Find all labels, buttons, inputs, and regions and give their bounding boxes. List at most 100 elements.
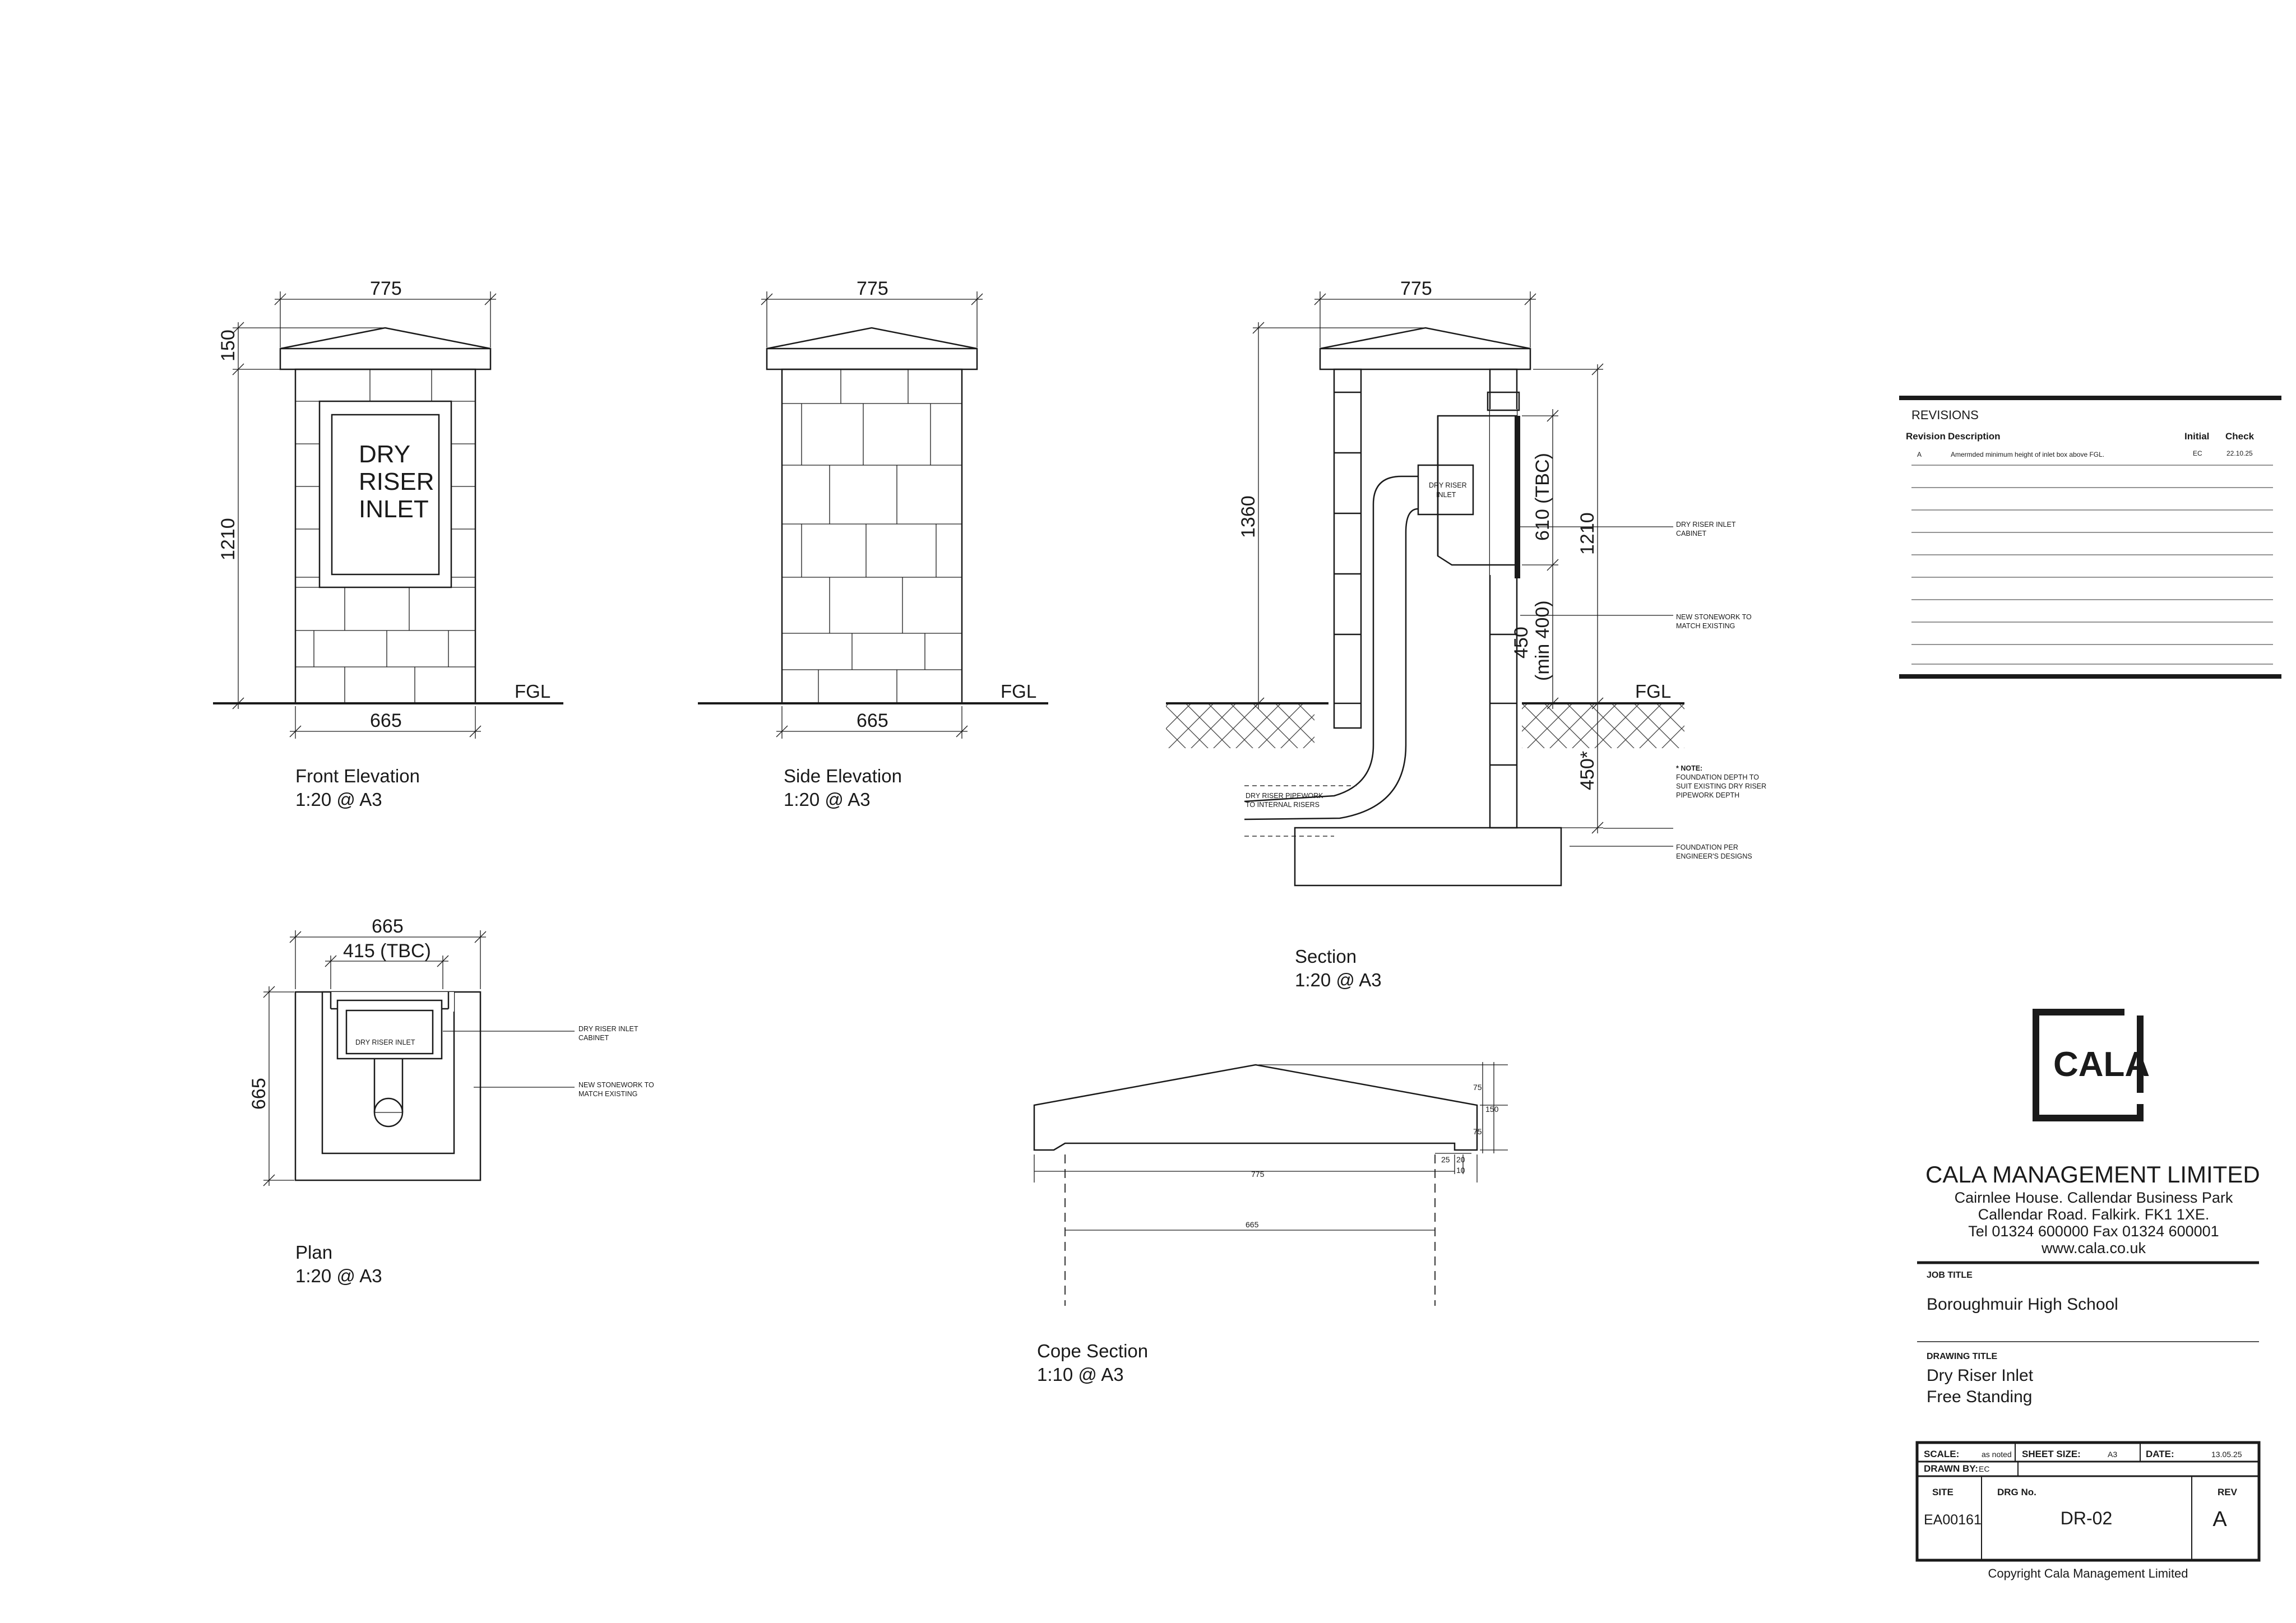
view-title: Cope Section <box>1037 1341 1148 1361</box>
drg-no-value: DR-02 <box>2061 1508 2112 1528</box>
dim-drip-a: 25 <box>1441 1155 1450 1164</box>
address-line3: Tel 01324 600000 Fax 01324 600001 <box>1968 1223 2219 1240</box>
site-value: EA00161 <box>1924 1512 1982 1528</box>
date-value: 13.05.25 <box>2211 1450 2242 1459</box>
dim-bottom-width: 665 <box>370 710 402 731</box>
cope-ridge <box>1320 327 1531 350</box>
dim-pier-height: 1210 <box>217 518 239 560</box>
company-name: CALA MANAGEMENT LIMITED <box>1925 1161 2260 1188</box>
note-foundation-1: FOUNDATION PER <box>1676 843 1738 851</box>
cope-ridge <box>280 327 491 350</box>
soil-right <box>1522 703 1684 748</box>
dim-drip-c: 10 <box>1456 1166 1465 1175</box>
drawn-by-label: DRAWN BY: <box>1924 1463 1978 1474</box>
scale-label: SCALE: <box>1924 1449 1959 1459</box>
cabinet-text-line3: INLET <box>359 495 429 523</box>
dim-inlet-min: (min 400) <box>1532 600 1553 681</box>
cabinet-text-line1: DRY <box>359 440 410 468</box>
note-depth-1: * NOTE: <box>1676 764 1702 772</box>
dim-upper: 75 <box>1473 1083 1482 1092</box>
rev-row-initial: EC <box>2193 449 2202 457</box>
dim-inner-width: 665 <box>1246 1220 1259 1229</box>
dimension-lines <box>761 291 983 739</box>
drawing-title-line1: Dry Riser Inlet <box>1927 1366 2034 1385</box>
note-pipework-1: DRY RISER PIPEWORK <box>1246 792 1323 800</box>
cabinet-text-line2: RISER <box>359 468 434 495</box>
dim-depth: 665 <box>248 1078 270 1110</box>
drawing-title-label: DRAWING TITLE <box>1927 1352 1998 1361</box>
note-cabinet-1: DRY RISER INLET <box>1676 521 1736 528</box>
cope-profile <box>1033 1064 1478 1151</box>
stone-courses <box>295 369 475 703</box>
dim-top-width: 775 <box>370 278 402 299</box>
stone-courses <box>782 369 962 703</box>
scale-value: as noted <box>1982 1450 2012 1459</box>
note-depth-4: PIPEWORK DEPTH <box>1676 791 1739 799</box>
cope <box>766 347 978 370</box>
dim-cabinet-height: 610 (TBC) <box>1532 453 1553 541</box>
view-scale: 1:10 @ A3 <box>1037 1364 1124 1385</box>
note-cabinet-2: CABINET <box>578 1034 609 1042</box>
dimension-lines <box>263 930 575 1186</box>
dim-lower: 75 <box>1473 1127 1482 1136</box>
cope-ridge <box>766 327 978 350</box>
view-title: Plan <box>295 1242 332 1263</box>
note-stonework-2: MATCH EXISTING <box>1676 622 1735 630</box>
foundation <box>1294 827 1562 887</box>
rev-label: REV <box>2218 1487 2238 1497</box>
address-line4: www.cala.co.uk <box>2041 1240 2146 1256</box>
note-pipework-2: TO INTERNAL RISERS <box>1246 801 1320 809</box>
cabinet-frame <box>318 400 452 588</box>
left-wall-joints <box>1334 391 1361 704</box>
cabinet-label-line1: DRY RISER <box>1429 481 1467 489</box>
revision-rows <box>1911 465 2273 665</box>
revisions-heading: REVISIONS <box>1911 408 1979 422</box>
drawn-by-value: EC <box>1979 1464 1989 1473</box>
fgl-label: FGL <box>1635 681 1671 702</box>
rev-value: A <box>2212 1508 2227 1531</box>
inlet-connection-box <box>1417 464 1474 516</box>
dim-width: 775 <box>1251 1170 1265 1179</box>
cope <box>279 347 492 370</box>
pipework-outer <box>1244 475 1418 803</box>
title-block: JOB TITLE Boroughmuir High School DRAWIN… <box>1915 1261 2261 1580</box>
plan-void <box>321 991 455 1154</box>
dim-total: 150 <box>1485 1105 1499 1114</box>
view-scale: 1:20 @ A3 <box>295 1265 382 1286</box>
dim-top-width: 775 <box>857 278 888 299</box>
cala-logo-frame <box>2033 1009 2144 1121</box>
dim-width: 665 <box>372 916 404 937</box>
dim-right-height: 1210 <box>1577 512 1598 555</box>
left-wall <box>1333 368 1362 729</box>
drawing-title-line2: Free Standing <box>1927 1388 2032 1406</box>
plan-cabinet-label: DRY RISER INLET <box>355 1038 415 1046</box>
view-title: Front Elevation <box>295 766 420 786</box>
dim-foundation-depth: 450* <box>1577 751 1598 790</box>
note-foundation-2: ENGINEER'S DESIGNS <box>1676 852 1752 860</box>
pier <box>781 368 963 704</box>
rev-row-rev: A <box>1917 451 1922 458</box>
view-scale: 1:20 @ A3 <box>784 789 871 810</box>
dimension-lines <box>232 291 497 739</box>
note-stonework-1: NEW STONEWORK TO <box>578 1081 654 1089</box>
cabinet-label-line2: INLET <box>1436 491 1456 499</box>
dim-inner-width: 415 (TBC) <box>343 940 431 962</box>
revisions-table: REVISIONS Revision Description Initial C… <box>1899 396 2281 679</box>
fgl-label: FGL <box>515 681 550 702</box>
note-cabinet-2: CABINET <box>1676 530 1707 537</box>
job-title-label: JOB TITLE <box>1927 1270 1973 1280</box>
company-block: CALA CALA MANAGEMENT LIMITED Cairnlee Ho… <box>1925 1009 2260 1256</box>
view-title: Side Elevation <box>784 766 902 786</box>
view-scale: 1:20 @ A3 <box>295 789 382 810</box>
plan-cabinet-outer <box>336 999 443 1060</box>
site-label: SITE <box>1932 1487 1954 1497</box>
cabinet-face-plate <box>1515 416 1520 578</box>
section-view: FGL DRY RISER INLET <box>1166 278 1766 990</box>
cope-section: 775 665 75 150 75 25 20 10 Cope Section … <box>1033 1062 1508 1385</box>
dim-overall-height: 1360 <box>1238 495 1259 538</box>
note-stonework-2: MATCH EXISTING <box>578 1090 637 1098</box>
dim-bottom-width: 665 <box>857 710 888 731</box>
dimension-lines <box>1252 291 1673 847</box>
dim-drip-b: 20 <box>1456 1155 1465 1164</box>
plan-cabinet-inner <box>345 1009 434 1055</box>
